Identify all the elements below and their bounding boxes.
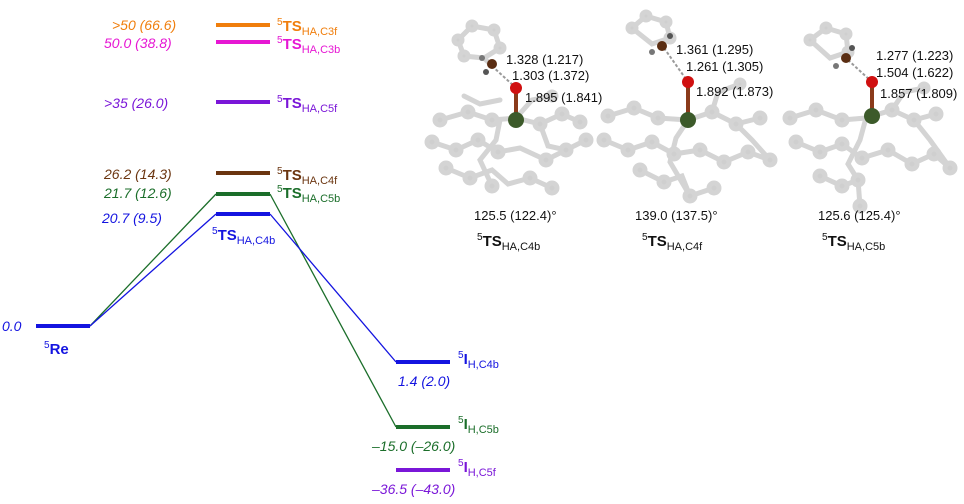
label-i-c4b: 5IH,C4b — [458, 350, 499, 371]
energy-ts-c3b: 50.0 (38.8) — [104, 35, 172, 51]
state-labels: 5Re 5TSHA,C3f 5TSHA,C3b 5TSHA,C5f 5TSHA,… — [44, 17, 499, 479]
label-ts-c3f: 5TSHA,C3f — [277, 17, 338, 38]
label-ts-c3b: 5TSHA,C3b — [277, 35, 340, 56]
energy-ts-c4b: 20.7 (9.5) — [101, 210, 162, 226]
label-ts-c5f: 5TSHA,C5f — [277, 94, 338, 115]
carbon-atom — [657, 41, 667, 51]
label-ts-c5b: 5TSHA,C5b — [277, 184, 340, 205]
energy-ts-c3f: >50 (66.6) — [112, 17, 176, 33]
connector-ts-c4b-i-c4b — [269, 213, 397, 363]
structure-ts-c4f: 1.361 (1.295) 1.261 (1.305) 1.892 (1.873… — [596, 9, 778, 253]
structure-label-ts-c5b: 5TSHA,C5b — [822, 232, 885, 253]
label-ts-c4f: 5TSHA,C4f — [277, 166, 338, 187]
connector-ts-c5b-i-c5b — [269, 193, 397, 428]
angle-ts-c4b: 125.5 (122.4)° — [474, 208, 557, 223]
structure-ts-c4b: 1.328 (1.217) 1.303 (1.372) 1.895 (1.841… — [424, 19, 602, 253]
metal-atom — [508, 112, 524, 128]
structure-label-ts-c4b: 5TSHA,C4b — [477, 232, 540, 253]
distance-ts-c4f-3: 1.892 (1.873) — [696, 84, 773, 99]
energy-ts-c5b: 21.7 (12.6) — [103, 185, 172, 201]
distance-ts-c5b-1: 1.277 (1.223) — [876, 48, 953, 63]
energy-i-c4b: 1.4 (2.0) — [398, 373, 450, 389]
distance-ts-c5b-2: 1.504 (1.622) — [876, 65, 953, 80]
label-re: 5Re — [44, 340, 69, 358]
energy-values: 0.0 >50 (66.6) 50.0 (38.8) >35 (26.0) 26… — [2, 17, 455, 497]
angle-ts-c4f: 139.0 (137.5)° — [635, 208, 718, 223]
distance-ts-c4b-2: 1.303 (1.372) — [512, 68, 589, 83]
connectors — [89, 193, 397, 428]
oxygen-atom — [510, 82, 522, 94]
carbon-atom — [487, 59, 497, 69]
oxygen-atom — [682, 76, 694, 88]
energy-re: 0.0 — [2, 318, 22, 334]
energy-ts-c4f: 26.2 (14.3) — [103, 166, 172, 182]
molecule-model-ts-c5b — [782, 21, 958, 214]
label-ts-c4b: 5TSHA,C4b — [212, 226, 275, 247]
connector-re-ts-c4b — [89, 213, 217, 327]
energy-ts-c5f: >35 (26.0) — [104, 95, 168, 111]
active-site-ts-c4b — [479, 55, 524, 128]
molecule-model-ts-c4f — [596, 9, 778, 204]
metal-atom — [864, 108, 880, 124]
distance-ts-c4f-2: 1.261 (1.305) — [686, 59, 763, 74]
structure-label-ts-c4f: 5TSHA,C4f — [642, 232, 703, 253]
distance-ts-c4b-1: 1.328 (1.217) — [506, 52, 583, 67]
active-site-ts-c4f — [649, 33, 696, 128]
distance-ts-c4b-3: 1.895 (1.841) — [525, 90, 602, 105]
connector-re-ts-c5b — [89, 193, 217, 327]
label-i-c5f: 5IH,C5f — [458, 458, 497, 479]
carbon-atom — [841, 53, 851, 63]
structure-ts-c5b: 1.277 (1.223) 1.504 (1.622) 1.857 (1.809… — [782, 21, 958, 253]
molecule-model-ts-c4b — [424, 19, 594, 196]
energy-i-c5f: –36.5 (–43.0) — [371, 481, 455, 497]
distance-ts-c4f-1: 1.361 (1.295) — [676, 42, 753, 57]
energy-levels — [36, 23, 450, 472]
active-site-ts-c5b — [833, 45, 880, 124]
angle-ts-c5b: 125.6 (125.4)° — [818, 208, 901, 223]
label-i-c5b: 5IH,C5b — [458, 415, 499, 436]
oxygen-atom — [866, 76, 878, 88]
metal-atom — [680, 112, 696, 128]
distance-ts-c5b-3: 1.857 (1.809) — [880, 86, 957, 101]
energy-i-c5b: –15.0 (–26.0) — [371, 438, 455, 454]
